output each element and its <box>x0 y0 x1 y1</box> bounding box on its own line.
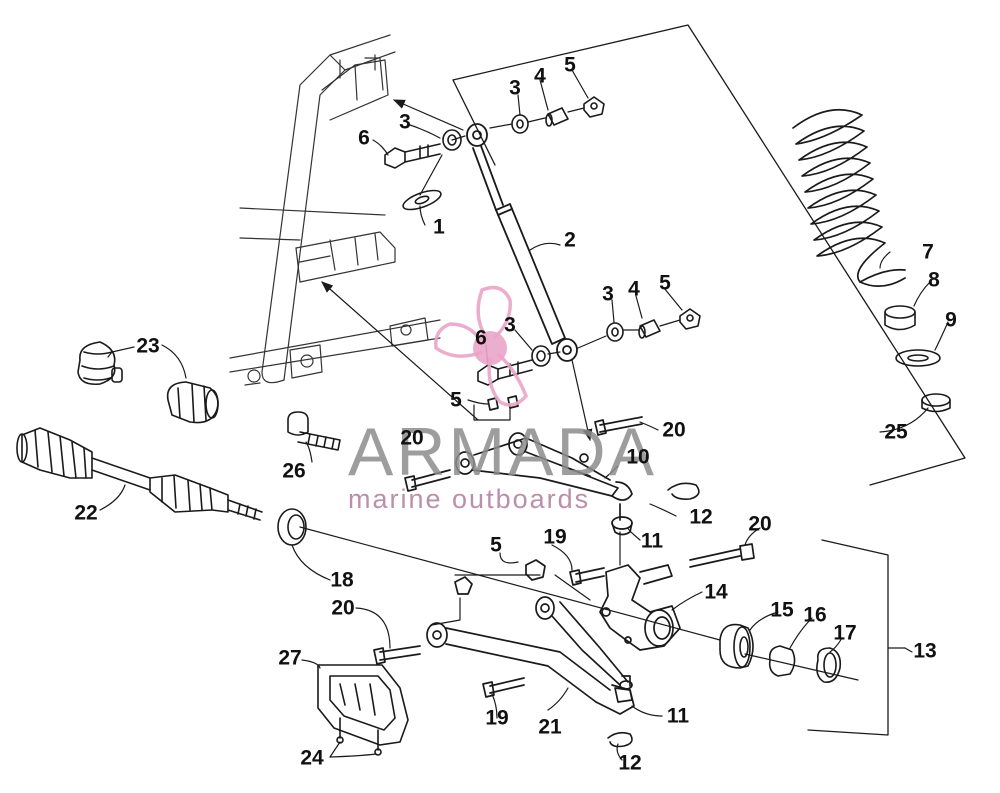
callout-part-2: 2 <box>564 228 576 252</box>
callout-part-5: 5 <box>490 533 502 557</box>
callout-part-20: 20 <box>748 512 772 536</box>
callout-pointers <box>99 69 949 761</box>
callout-part-7: 7 <box>922 240 934 264</box>
callout-part-3: 3 <box>602 282 614 306</box>
callout-part-5: 5 <box>564 53 576 77</box>
bolt-26 <box>287 411 341 451</box>
callout-part-16: 16 <box>803 603 827 627</box>
leader-lines <box>299 99 859 681</box>
callout-part-3: 3 <box>399 110 411 134</box>
skid-plate <box>317 664 409 756</box>
callout-part-27: 27 <box>278 646 302 670</box>
lower-a-arm <box>373 596 635 715</box>
callout-part-6: 6 <box>475 326 487 350</box>
callout-part-5: 5 <box>450 388 462 412</box>
upper-shock-hardware <box>384 96 605 211</box>
upper-a-arm <box>404 395 643 536</box>
callout-part-14: 14 <box>704 580 728 604</box>
callout-part-9: 9 <box>945 308 957 332</box>
shock-absorber <box>466 123 578 362</box>
callout-part-25: 25 <box>884 420 908 444</box>
watermark-tagline: marine outboards <box>348 484 591 514</box>
callout-part-10: 10 <box>626 445 650 469</box>
callout-part-6: 6 <box>358 126 370 150</box>
callout-part-12: 12 <box>689 505 713 529</box>
callout-part-13: 13 <box>913 639 937 663</box>
callout-part-12: 12 <box>618 751 642 775</box>
callout-part-11: 11 <box>666 704 690 728</box>
callout-part-20: 20 <box>400 426 424 450</box>
callout-part-24: 24 <box>300 746 324 770</box>
ring-clip-upper <box>667 482 700 500</box>
cv-boots <box>77 341 219 424</box>
callout-part-5: 5 <box>659 271 671 295</box>
coil-spring <box>792 108 906 287</box>
callout-part-19: 19 <box>543 525 567 549</box>
callout-part-18: 18 <box>330 568 354 592</box>
steering-knuckle <box>454 543 755 651</box>
callout-part-8: 8 <box>928 268 940 292</box>
drive-shaft <box>16 427 263 521</box>
callout-part-15: 15 <box>770 598 794 622</box>
callout-part-4: 4 <box>534 64 546 88</box>
callout-part-1: 1 <box>433 215 445 239</box>
hub-bearing-parts <box>719 623 842 684</box>
callout-part-23: 23 <box>136 334 160 358</box>
callout-part-3: 3 <box>504 313 516 337</box>
callout-part-19: 19 <box>485 706 509 730</box>
callout-part-4: 4 <box>628 277 640 301</box>
callout-part-3: 3 <box>509 76 521 100</box>
armada-propeller-logo <box>434 285 529 407</box>
vehicle-frame <box>229 34 441 386</box>
shock-assembly-frame <box>452 24 966 486</box>
callout-part-20: 20 <box>331 596 355 620</box>
callout-part-22: 22 <box>74 501 98 525</box>
callout-part-11: 11 <box>640 529 664 553</box>
callout-part-17: 17 <box>833 621 857 645</box>
callout-part-20: 20 <box>662 418 686 442</box>
watermark-brand: ARMADA <box>348 414 657 490</box>
ring-clip-lower <box>607 731 633 748</box>
spring-retainers <box>884 305 951 413</box>
hub-group-frame <box>807 539 906 736</box>
callout-part-26: 26 <box>282 459 306 483</box>
callout-part-21: 21 <box>538 715 562 739</box>
